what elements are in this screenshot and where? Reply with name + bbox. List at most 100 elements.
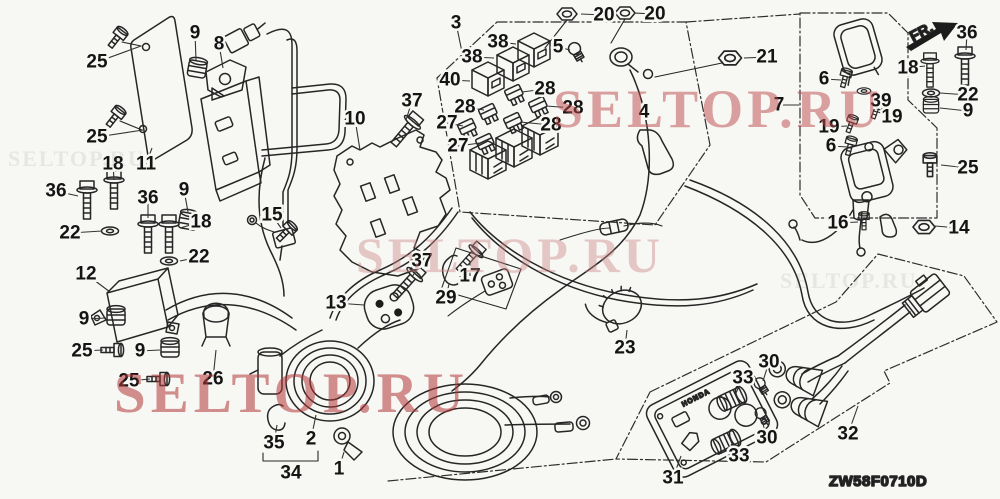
leader-line [179, 256, 200, 262]
part-number-label: 28 [534, 79, 555, 100]
leader-line [273, 424, 278, 444]
leader-line [730, 443, 740, 457]
part-number-label: 35 [263, 433, 285, 454]
leader-line [271, 214, 282, 229]
leader-line [519, 121, 552, 126]
part-number-label: 14 [948, 218, 970, 239]
part-number-label: 28 [562, 98, 583, 119]
part-number-label: 27 [436, 113, 457, 134]
part-number-label: 25 [118, 371, 140, 392]
part-number-label: 25 [86, 127, 108, 148]
leader-lines [55, 12, 969, 479]
part-number-label: 7 [774, 95, 785, 116]
leader-line [847, 405, 859, 435]
part-number-label: 39 [870, 91, 891, 112]
part-number-label: 38 [487, 32, 508, 53]
leader-line [405, 100, 413, 121]
part-number-label: 22 [59, 223, 80, 244]
leader-line [218, 43, 224, 69]
part-number-label: 31 [662, 468, 684, 489]
leader-line [743, 56, 768, 59]
leader-line [449, 79, 471, 82]
part-number-label: 33 [732, 368, 753, 389]
leader-line [867, 92, 882, 102]
leader-line [194, 32, 197, 61]
part-number-label: 28 [454, 97, 475, 118]
leader-line [837, 221, 859, 224]
part-number-label: 13 [325, 293, 346, 314]
part-number-label: 36 [956, 23, 977, 44]
part-number-label: 37 [411, 251, 432, 272]
leader-line [672, 455, 682, 479]
leader-line [96, 129, 144, 138]
part-number-label: 1 [334, 459, 345, 480]
leader-line [411, 260, 423, 278]
panel-brand-text: HONDA [681, 388, 712, 408]
leader-line [145, 147, 153, 165]
leader-line [545, 105, 574, 109]
part-number-label: 21 [756, 47, 778, 68]
part-number-label: 25 [86, 52, 108, 73]
part-number-label: 30 [758, 352, 779, 373]
leader-line [69, 230, 103, 234]
leader-line [471, 56, 495, 59]
part-number-label: 9 [179, 180, 190, 201]
part-number-label: 29 [435, 288, 456, 309]
part-number-label: 15 [261, 205, 283, 226]
leader-line [139, 349, 161, 352]
part-number-label: 22 [188, 247, 209, 268]
leader-line [940, 164, 969, 169]
diagram-code: ZW58F0710D [829, 473, 927, 490]
leader-line [877, 111, 893, 118]
part-number-label: 9 [79, 309, 90, 330]
leader-line [580, 13, 605, 16]
part-number-label: 19 [881, 107, 902, 128]
leader-line [179, 221, 202, 229]
part-number-label: 17 [459, 266, 480, 287]
part-number-label: 11 [136, 154, 157, 175]
leader-line [96, 45, 142, 63]
leader-line [112, 163, 115, 181]
part-number-label: 28 [540, 115, 561, 136]
leader-line [445, 283, 450, 299]
leader-line [446, 122, 464, 127]
leader-line [830, 145, 849, 148]
leader-line [557, 46, 571, 51]
leader-line [823, 78, 842, 81]
leader-line [128, 378, 151, 382]
part-number-label: 5 [553, 37, 564, 58]
part-number-label: 23 [614, 338, 635, 359]
part-number-label: 9 [963, 101, 974, 122]
leader-line [735, 377, 744, 394]
part-number-label: 8 [214, 34, 225, 55]
leader-line [455, 22, 463, 53]
leader-line [212, 349, 217, 380]
leader-line [633, 12, 656, 15]
part-number-label: 2 [306, 429, 317, 450]
leader-line [354, 118, 361, 151]
leader-line [81, 349, 104, 352]
part-number-label: 25 [71, 341, 93, 362]
part-number-label: 12 [75, 264, 96, 285]
part-number-label: 37 [401, 91, 422, 112]
part-number-label: 20 [593, 5, 614, 26]
leader-line [338, 451, 345, 470]
leader-line [521, 88, 546, 93]
leader-line [83, 317, 107, 320]
part-number-label: 9 [190, 23, 201, 44]
leader-line [457, 142, 481, 147]
part-number-label: 4 [639, 102, 650, 123]
part-number-label: 10 [344, 109, 365, 130]
leader-line [939, 92, 969, 96]
leader-line [497, 41, 517, 45]
part-number-label: 3 [451, 13, 462, 34]
part-number-label: 27 [447, 136, 468, 157]
leader-line [965, 32, 968, 51]
leader-line [643, 111, 649, 131]
leader-line [907, 65, 926, 69]
part-number-label: 6 [819, 69, 830, 90]
part-number-label: 19 [818, 117, 839, 138]
